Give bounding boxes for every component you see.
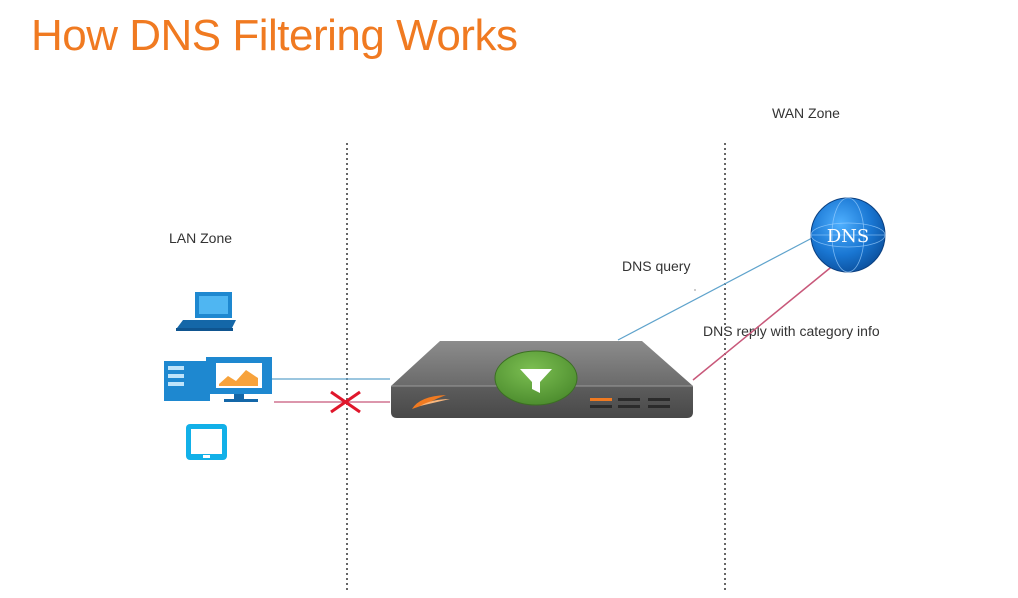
tablet-icon <box>186 424 227 460</box>
dns-globe-icon: DNS <box>810 197 886 273</box>
laptop-icon <box>176 292 236 331</box>
wan-zone-label: WAN Zone <box>772 105 840 121</box>
blocked-x-icon <box>330 390 361 414</box>
page-title: How DNS Filtering Works <box>31 11 518 60</box>
dns-query-line <box>617 236 815 341</box>
desktop-server-icon <box>164 357 272 402</box>
dns-globe-label: DNS <box>827 226 870 247</box>
dns-reply-line <box>692 254 847 381</box>
dns-query-label: DNS query <box>622 258 691 274</box>
lan-zone-label: LAN Zone <box>169 230 233 246</box>
filter-funnel-icon <box>494 350 578 406</box>
